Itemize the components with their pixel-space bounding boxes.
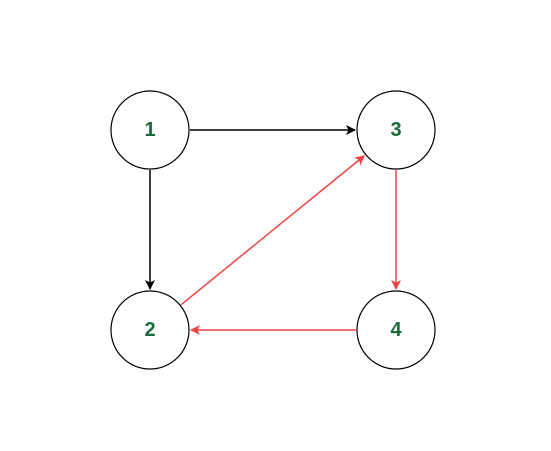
node-circle: [110, 290, 190, 370]
node-label: 1: [144, 119, 155, 141]
nodes: 1 2 3 4: [110, 90, 436, 370]
node-label: 4: [390, 319, 402, 341]
edge-2-to-3: [180, 155, 365, 306]
node-circle: [356, 90, 436, 170]
node-3: 3: [356, 90, 436, 170]
node-label: 2: [144, 319, 155, 341]
node-circle: [356, 290, 436, 370]
node-1: 1: [110, 90, 190, 170]
edges: [145, 125, 401, 335]
node-4: 4: [356, 290, 436, 370]
node-circle: [110, 90, 190, 170]
node-2: 2: [110, 290, 190, 370]
node-label: 3: [390, 119, 401, 141]
